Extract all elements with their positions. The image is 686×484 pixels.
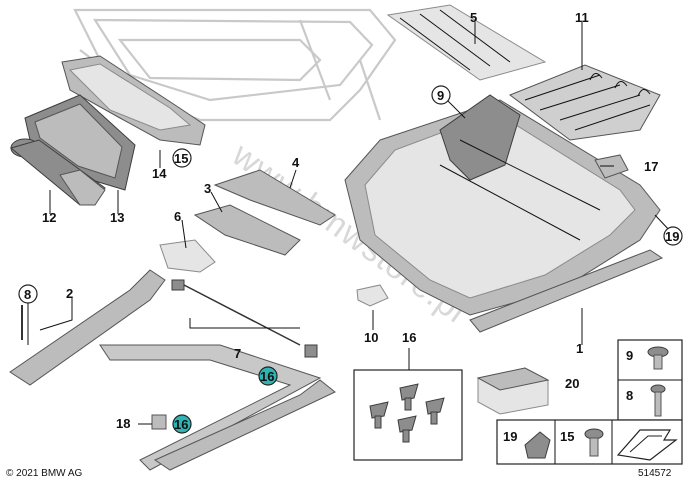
screw-15-icon [584, 428, 604, 457]
part-4-bracket [213, 169, 336, 226]
callout-19-circle [663, 226, 683, 246]
clip-19-icon [524, 431, 551, 459]
label-9-circle: 9 [437, 88, 444, 103]
callout-15-circle-top [172, 148, 192, 168]
part-11-spring-mat [508, 64, 661, 141]
label-15-circle-top: 15 [174, 151, 188, 166]
label-16-box: 16 [402, 330, 416, 345]
part-3-bracket [193, 204, 301, 256]
label-20: 20 [565, 376, 579, 391]
diagram-id: 514572 [638, 468, 672, 479]
label-18: 18 [116, 416, 130, 431]
bolt-9-icon [647, 346, 669, 370]
callout-16-teal-lower [172, 414, 192, 434]
callout-16-teal-upper [258, 366, 278, 386]
label-13: 13 [110, 210, 124, 225]
part-5-seat-mat [386, 4, 547, 81]
label-7: 7 [234, 346, 241, 361]
part-14-side-panel [61, 55, 206, 146]
copyright-text: © 2021 BMW AG [6, 468, 83, 479]
label-14: 14 [152, 166, 167, 181]
part-2-lower-rails [9, 269, 336, 471]
label-3: 3 [204, 181, 211, 196]
label-9-box: 9 [626, 348, 633, 363]
part-7-cable [171, 279, 318, 358]
label-8-circle: 8 [24, 287, 31, 302]
label-8-box: 8 [626, 388, 633, 403]
bolt-8-icon [650, 384, 666, 417]
part-1-rail [469, 249, 664, 333]
part-20-block [476, 367, 550, 415]
callout-8-circle [18, 284, 38, 304]
label-1: 1 [576, 341, 583, 356]
part-9-seat-frame [344, 94, 661, 316]
label-15-box: 15 [560, 429, 574, 444]
label-6: 6 [174, 209, 181, 224]
part-10-cap [356, 284, 389, 307]
label-16-teal-upper: 16 [260, 369, 274, 384]
label-4: 4 [292, 155, 300, 170]
label-10: 10 [364, 330, 378, 345]
screw-set-16 [369, 383, 445, 443]
label-5: 5 [470, 10, 477, 25]
label-11: 11 [575, 10, 589, 25]
part-18-clip [151, 414, 167, 430]
label-2: 2 [66, 286, 73, 301]
label-17: 17 [644, 159, 658, 174]
callout-9-circle [431, 85, 451, 105]
label-19-circle: 19 [665, 229, 679, 244]
part-6-small-cover [159, 239, 216, 273]
label-12: 12 [42, 210, 56, 225]
label-16-teal-lower: 16 [174, 417, 188, 432]
screws-box [353, 369, 463, 461]
part-12-cylinder [9, 138, 106, 206]
label-19-box: 19 [503, 429, 517, 444]
direction-arrow-icon [616, 429, 678, 461]
